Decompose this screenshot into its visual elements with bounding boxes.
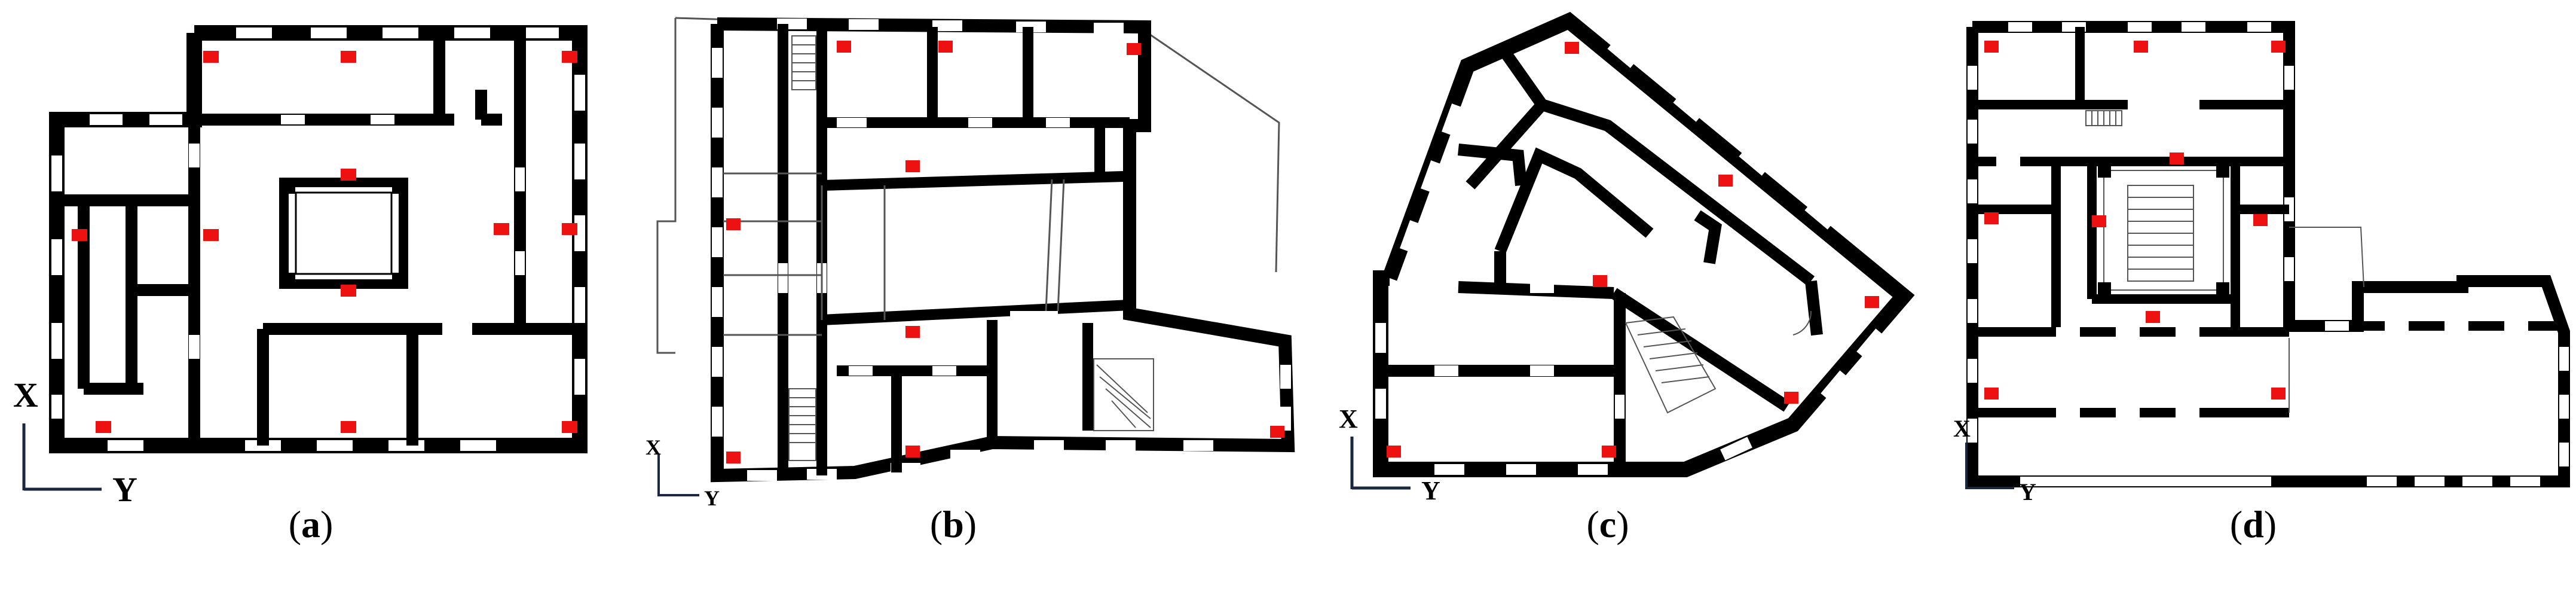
panel-label-b: (b) bbox=[929, 503, 977, 545]
sensor-marker bbox=[341, 51, 356, 63]
sensors-d bbox=[1984, 41, 2286, 400]
axis-x-label: X bbox=[13, 376, 38, 414]
axis-x-label: X bbox=[1953, 415, 1971, 442]
sensor-marker bbox=[1718, 175, 1733, 187]
sensor-marker bbox=[1387, 446, 1401, 458]
sensor-marker bbox=[1565, 42, 1579, 54]
sensor-marker bbox=[2092, 215, 2106, 227]
sensor-marker bbox=[562, 421, 577, 433]
sensor-marker bbox=[562, 51, 577, 63]
sensor-marker bbox=[938, 41, 953, 53]
axis-indicator-a: X Y bbox=[13, 376, 137, 509]
axis-y-label: Y bbox=[704, 486, 720, 510]
walls-c bbox=[1373, 11, 1915, 477]
sensor-marker bbox=[905, 446, 920, 458]
sensor-marker bbox=[2170, 153, 2184, 164]
axis-x-label: X bbox=[645, 435, 661, 459]
sensor-marker bbox=[96, 421, 111, 433]
floor-plan-a: X Y bbox=[13, 25, 588, 509]
sensor-marker bbox=[2271, 41, 2286, 53]
sensors-b bbox=[726, 41, 1284, 463]
walls-b bbox=[656, 17, 1295, 483]
sensor-marker bbox=[1593, 275, 1607, 287]
sensor-marker bbox=[837, 41, 851, 53]
sensors-a bbox=[72, 51, 577, 433]
sensor-marker bbox=[1984, 388, 1999, 400]
panel-label-c: (c) bbox=[1586, 503, 1629, 545]
sensors-c bbox=[1387, 42, 1879, 458]
sensor-marker bbox=[1984, 212, 1999, 224]
axis-indicator-c: X Y bbox=[1339, 404, 1440, 505]
axis-y-label: Y bbox=[112, 470, 137, 509]
sensor-marker bbox=[2134, 41, 2148, 53]
sensor-marker bbox=[1127, 43, 1141, 55]
sensor-marker bbox=[341, 421, 356, 433]
axis-indicator-b: X Y bbox=[645, 435, 720, 510]
sensor-marker bbox=[341, 285, 356, 297]
axis-indicator-d: X Y bbox=[1953, 415, 2036, 505]
sensor-marker bbox=[72, 229, 87, 241]
sensor-marker bbox=[1865, 296, 1879, 308]
sensor-marker bbox=[905, 160, 920, 172]
sensor-marker bbox=[341, 169, 356, 181]
sensor-marker bbox=[2253, 214, 2268, 226]
walls-d bbox=[1966, 21, 2570, 487]
sensor-marker bbox=[726, 218, 741, 230]
sensor-marker bbox=[1984, 41, 1999, 53]
axis-y-label: Y bbox=[1421, 476, 1440, 505]
sensor-marker bbox=[1602, 446, 1616, 458]
axis-y-label: Y bbox=[2019, 478, 2036, 505]
sensor-marker bbox=[203, 51, 219, 63]
sensor-marker bbox=[2271, 388, 2286, 400]
panel-label-a: (a) bbox=[288, 503, 334, 545]
sensor-marker bbox=[726, 452, 741, 463]
floor-plan-b: X Y bbox=[645, 17, 1295, 510]
panel-label-d: (d) bbox=[2229, 503, 2277, 545]
sensor-marker bbox=[1784, 392, 1798, 404]
sensor-marker bbox=[562, 223, 577, 235]
sensor-marker bbox=[2146, 311, 2160, 323]
floor-plan-d: X Y bbox=[1953, 21, 2570, 505]
walls-a bbox=[49, 25, 588, 453]
sensor-marker bbox=[1270, 426, 1284, 438]
sensor-marker bbox=[494, 223, 509, 235]
axis-x-label: X bbox=[1339, 404, 1358, 434]
floor-plan-c: X Y bbox=[1339, 11, 1915, 505]
sensor-marker bbox=[905, 326, 920, 338]
sensor-marker bbox=[203, 229, 219, 241]
